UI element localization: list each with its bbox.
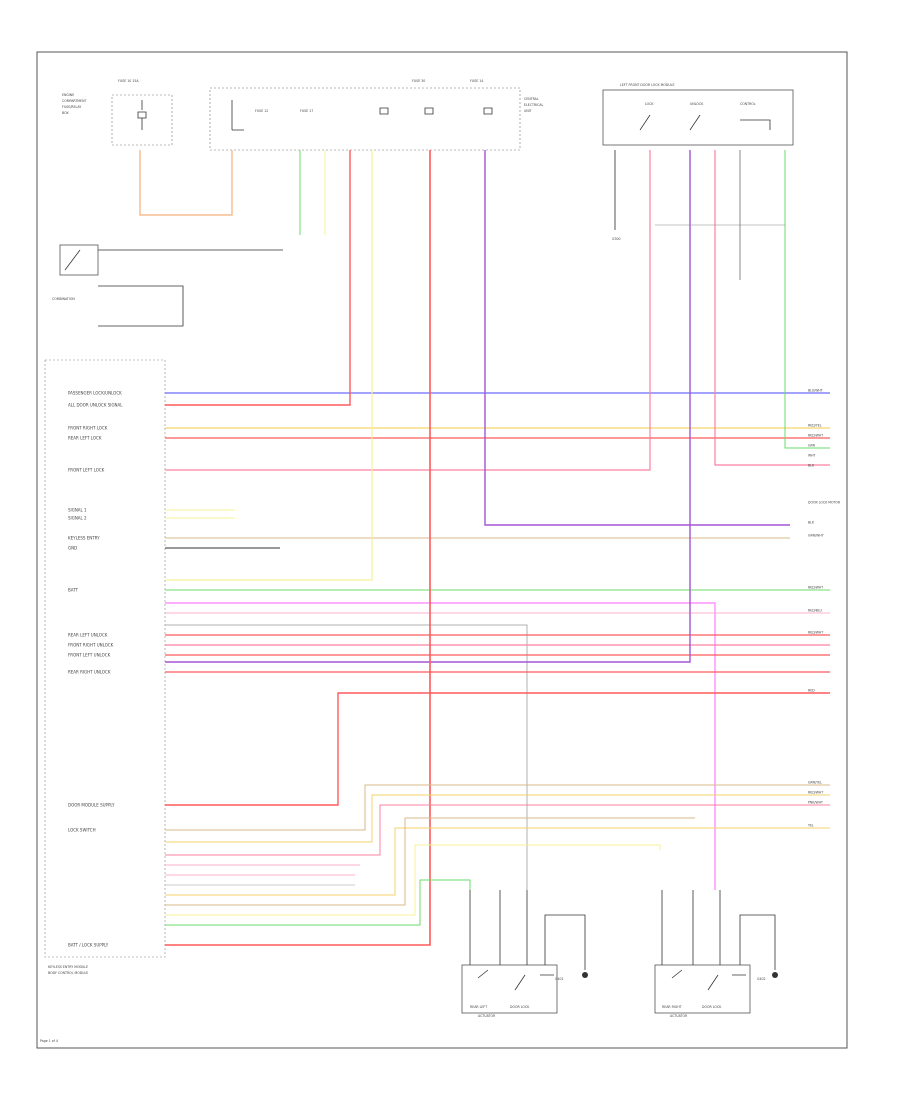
ground-icon [582, 972, 588, 978]
switch-box-title: COMBINATION [52, 297, 75, 301]
main-module-box [44, 359, 166, 958]
page-label: Page 1 of 4 [40, 1039, 58, 1043]
rear-left-line-3: ACTUATOR [478, 1014, 496, 1018]
module-pin-label: DOOR MODULE SUPPLY [68, 803, 115, 808]
rear-right-line-3: ACTUATOR [670, 1014, 688, 1018]
wire-color-label: RED [808, 689, 815, 693]
module-pin-label: FRONT LEFT LOCK [68, 468, 105, 473]
fuse-block-title-1: CENTRAL [524, 97, 539, 101]
wire-color-label: RED/WHT [808, 631, 823, 635]
switch-box: COMBINATION [52, 244, 283, 327]
lock-module-part-lock: LOCK [645, 102, 654, 106]
wire-color-label: GRN/WHT [808, 534, 824, 538]
wire-color-label: GRN/YEL [808, 781, 822, 785]
wire-harness [139, 150, 830, 946]
module-pin-label: FRONT RIGHT UNLOCK [68, 643, 114, 648]
module-pin-label: BATT / LOCK SUPPLY [68, 943, 109, 948]
central-fuse-block: FUSE 30 FUSE 14 FUSE 12 FUSE 17 CENTRAL … [209, 79, 544, 151]
module-note-1: KEYLESS ENTRY MODULE [48, 965, 88, 969]
rear-right-line-2: DOOR LOCK [702, 1005, 722, 1009]
fuse-label-30: FUSE 30 [412, 79, 425, 83]
module-pin-label: GND [68, 546, 77, 551]
module-pin-label: ALL DOOR UNLOCK SIGNAL [68, 403, 123, 408]
wire-color-label: RED/WHT [808, 434, 823, 438]
module-pin-label: REAR RIGHT UNLOCK [68, 670, 111, 675]
lock-module-part-control: CONTROL [740, 102, 756, 106]
module-pin-label: FRONT RIGHT LOCK [68, 426, 108, 431]
rear-right-line-1: REAR RIGHT [662, 1005, 682, 1009]
ground-bottom-1: G401 [555, 977, 564, 981]
module-pin-labels: PASSENGER LOCK/UNLOCK ALL DOOR UNLOCK SIG… [68, 391, 123, 948]
wire-color-label: DOOR LOCK MOTOR [808, 501, 841, 505]
module-pin-label: FRONT LEFT UNLOCK [68, 653, 111, 658]
lock-module-part-unlock: UNLOCK [690, 102, 704, 106]
wire-color-label: YEL [808, 824, 814, 828]
wire-color-label: RED/BLU [808, 609, 823, 613]
wire-color-label: PNK/WHT [808, 801, 823, 805]
engine-fuse-box: FUSE 10 15A ENGINE COMPARTMENT FUSE/RELA… [62, 79, 173, 146]
door-lock-module: LEFT FRONT DOOR LOCK MODULE LOCK UNLOCK … [602, 83, 794, 146]
wire-color-label: BLK [808, 521, 815, 525]
wire-color-labels: BLU/WHT RED/YEL RED/WHT GRN WHT BLK DOOR LOCK … [808, 389, 841, 828]
fuse-left-line-1: ENGINE [62, 93, 74, 97]
module-pin-label: REAR LEFT LOCK [68, 436, 102, 441]
rear-right-actuator: REAR RIGHT DOOR LOCK ACTUATOR [654, 890, 778, 1018]
wire-color-label: WHT [808, 454, 816, 458]
fuse-label-17: FUSE 17 [300, 109, 313, 113]
wire-color-label: GRN [808, 444, 816, 448]
rear-left-line-1: REAR LEFT [470, 1005, 487, 1009]
module-pin-label: SIGNAL 1 [68, 508, 87, 513]
lock-module-title: LEFT FRONT DOOR LOCK MODULE [620, 83, 674, 87]
module-pin-label: KEYLESS ENTRY [68, 536, 100, 541]
wire-color-label: RED/WHT [808, 791, 823, 795]
module-pin-label: PASSENGER LOCK/UNLOCK [68, 391, 122, 396]
module-pin-label: LOCK SWITCH [68, 828, 96, 833]
wire-color-label: BLU/WHT [808, 389, 823, 393]
module-pin-label: SIGNAL 2 [68, 516, 87, 521]
fuse-left-line-2: COMPARTMENT [62, 99, 86, 103]
fuse-left-line-4: BOX [62, 111, 69, 115]
fuse-block-title-3: UNIT [524, 109, 532, 113]
fuse-left-line-3: FUSE/RELAY [62, 105, 81, 109]
fuse-label-14: FUSE 14 [470, 79, 483, 83]
ground-bottom-2: G402 [757, 977, 766, 981]
fuse-left-title: FUSE 10 15A [118, 79, 139, 83]
rear-left-line-2: DOOR LOCK [510, 1005, 530, 1009]
module-pin-label: BATT [68, 588, 79, 593]
wire-color-label: RED/WHT [808, 586, 823, 590]
diagram-frame [36, 51, 848, 1049]
fuse-block-title-2: ELECTRICAL [524, 103, 544, 107]
module-note-2: BODY CONTROL MODULE [48, 971, 88, 975]
wire-color-label: BLK [808, 464, 815, 468]
ground-top-1: G300 [612, 237, 621, 241]
ground-icon [772, 972, 778, 978]
rear-left-actuator: REAR LEFT DOOR LOCK ACTUATOR [461, 890, 588, 1018]
module-pin-label: REAR LEFT UNLOCK [68, 633, 108, 638]
wire-color-label: RED/YEL [808, 424, 822, 428]
fuse-label-12: FUSE 12 [255, 109, 268, 113]
